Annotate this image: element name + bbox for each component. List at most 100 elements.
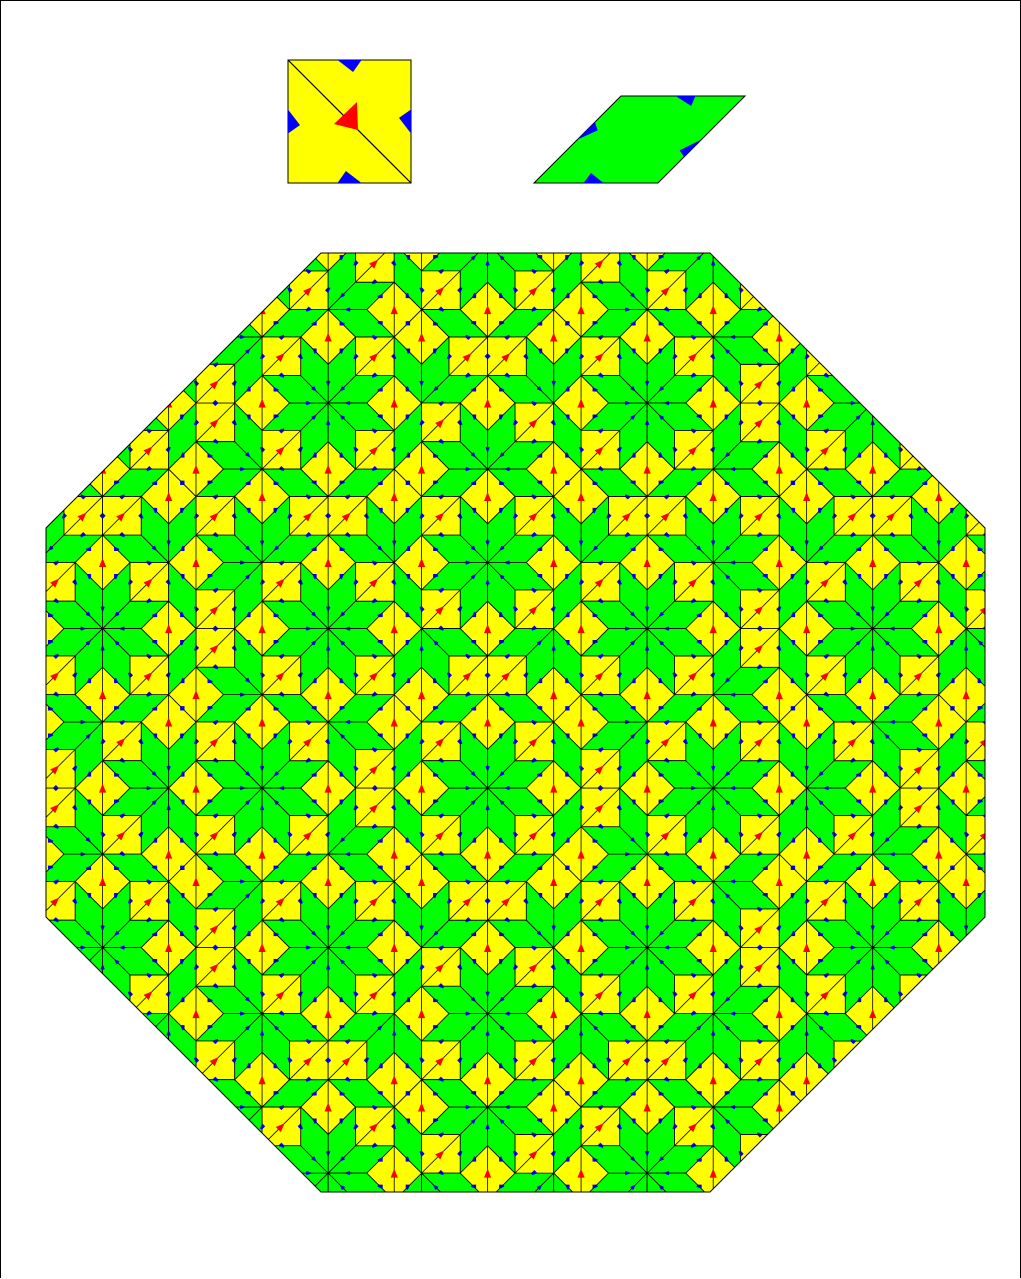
tile-body: [75, 1107, 102, 1173]
edge-marker: [21, 893, 25, 898]
square-tile: [103, 815, 142, 854]
square-tile: [741, 271, 780, 310]
edge-marker: [936, 991, 939, 997]
edge-marker: [208, 255, 212, 259]
edge-marker: [87, 453, 91, 457]
square-tile: [845, 1080, 900, 1135]
rhombus-tile: [103, 1146, 169, 1173]
edge-marker: [53, 244, 59, 246]
edge-marker: [791, 1157, 795, 1161]
edge-marker: [807, 221, 810, 227]
edge-marker: [923, 1091, 927, 1095]
edge-marker: [130, 353, 133, 359]
diagonal-arrow: [33, 1075, 40, 1084]
edge-marker: [1015, 1119, 1020, 1123]
square-diagonal: [873, 1041, 912, 1080]
edge-marker: [208, 321, 212, 325]
edge-marker: [21, 321, 25, 325]
edge-marker: [937, 260, 939, 266]
diagonal-arrow: [688, 1217, 697, 1226]
diagonal-arrow: [980, 1057, 989, 1066]
edge-marker: [889, 1171, 895, 1173]
edge-marker: [982, 364, 988, 367]
square-tile: [807, 1107, 846, 1146]
edge-marker: [763, 228, 767, 232]
edge-marker: [53, 1236, 59, 1239]
edge-marker: [53, 430, 59, 433]
square-tile: [674, 881, 713, 920]
rhombus-tile: [103, 1107, 130, 1173]
edge-marker: [982, 1170, 988, 1173]
diagonal-arrow: [463, 1217, 472, 1226]
edge-marker: [21, 294, 25, 298]
edge-marker: [741, 1189, 744, 1195]
edge-marker: [21, 293, 25, 298]
edge-marker: [978, 1025, 982, 1029]
edge-marker: [372, 1198, 378, 1200]
edge-marker: [857, 1156, 861, 1161]
edge-marker: [631, 1222, 635, 1227]
edge-marker: [950, 453, 954, 457]
diagonal-arrow: [1007, 672, 1016, 681]
edge-marker: [80, 1077, 86, 1080]
edge-marker: [504, 1200, 510, 1203]
edge-marker: [53, 1105, 59, 1107]
square-tile: [807, 975, 846, 1014]
edge-marker: [152, 255, 157, 259]
edge-marker: [873, 1151, 875, 1157]
edge-marker: [908, 287, 911, 293]
edge-marker: [1010, 563, 1016, 565]
square-tile: [900, 656, 939, 695]
square-tile: [581, 244, 620, 283]
tile-body: [779, 282, 834, 337]
square-tile: [103, 722, 142, 761]
edge-marker: [923, 1064, 927, 1068]
edge-marker: [208, 228, 212, 232]
edge-marker: [725, 1222, 729, 1227]
edge-marker: [119, 310, 125, 312]
edge-marker: [791, 1185, 795, 1190]
tile-body: [37, 376, 103, 403]
tile-body: [64, 271, 103, 310]
edge-marker: [21, 640, 25, 644]
square-tile: [581, 1107, 620, 1146]
edge-marker: [180, 1064, 184, 1068]
square-tile: [939, 216, 994, 271]
edge-marker: [873, 1057, 876, 1063]
edge-marker: [966, 1057, 969, 1063]
edge-marker: [278, 1200, 284, 1203]
square-tile: [196, 590, 235, 629]
rhombus-body: [534, 96, 745, 183]
square-tile: [741, 364, 780, 403]
edge-marker: [75, 991, 77, 997]
diagonal-arrow: [192, 332, 199, 341]
square-tile: [581, 788, 620, 827]
edge-marker: [950, 1091, 954, 1095]
edge-marker: [993, 898, 996, 904]
edge-marker: [465, 241, 471, 243]
diagonal-arrow: [963, 239, 970, 248]
edge-marker: [9, 925, 11, 931]
edge-marker: [80, 1173, 86, 1175]
square-diagonal: [966, 1173, 1005, 1212]
edge-marker: [950, 1157, 954, 1161]
rhombus-tile: [779, 244, 806, 310]
edge-marker: [1002, 1189, 1005, 1195]
square-diagonal: [37, 975, 76, 1014]
rhombus-tile: [169, 1107, 196, 1173]
edge-marker: [499, 228, 504, 232]
square-diagonal: [900, 337, 939, 376]
edge-marker: [978, 453, 983, 457]
edge-marker: [531, 216, 537, 218]
edge-marker: [21, 386, 25, 391]
edge-marker: [21, 931, 25, 936]
square-tile: [966, 1173, 1005, 1212]
edge-marker: [80, 1039, 86, 1041]
edge-marker: [114, 255, 118, 259]
edge-marker: [447, 1217, 449, 1223]
diagonal-arrow: [914, 991, 923, 1000]
tile-body: [993, 882, 1021, 921]
edge-marker: [889, 271, 895, 274]
edge-marker: [1015, 800, 1020, 804]
diagonal-arrow: [754, 287, 763, 296]
